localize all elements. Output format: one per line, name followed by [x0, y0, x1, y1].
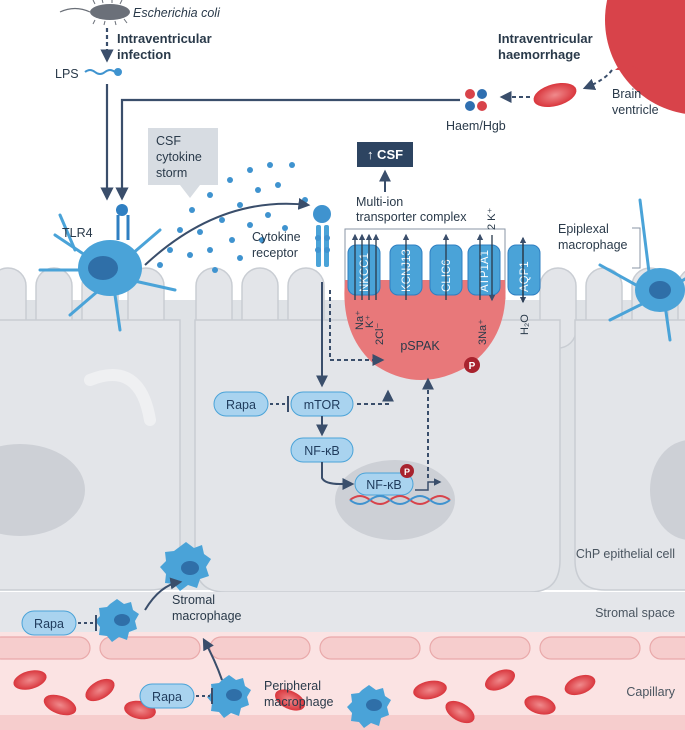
- phospho-label: P: [469, 361, 476, 372]
- lps-label: LPS: [55, 67, 79, 81]
- epiplexal-macrophage: [598, 198, 685, 342]
- region-stromal: Stromal space: [595, 606, 675, 620]
- stromal-macrophage-mid: [95, 599, 139, 642]
- ecoli-label: Escherichia coli: [133, 6, 221, 20]
- ion-2k: 2 K⁺: [486, 207, 498, 230]
- receptor-label-1: Cytokine: [252, 230, 301, 244]
- complex-label-1: Multi-ion: [356, 195, 403, 209]
- csf-label: ↑ CSF: [367, 147, 403, 162]
- ion-k: K⁺: [364, 315, 376, 328]
- rapa-label-1: Rapa: [226, 398, 256, 412]
- pspak-blob: [344, 280, 506, 380]
- csf-box: [357, 142, 413, 167]
- cytokine-dots: [157, 162, 308, 273]
- epiplexal-label-2: macrophage: [558, 238, 628, 252]
- transporter-atp1a1: ATP1A1: [479, 250, 491, 292]
- region-capillary: Capillary: [626, 685, 675, 699]
- storm-label-3: storm: [156, 166, 187, 180]
- phospho-badge: [464, 357, 480, 373]
- complex-label-2: transporter complex: [356, 210, 467, 224]
- ion-h2o: H₂O: [519, 314, 531, 335]
- phospho-label-2: P: [404, 467, 410, 477]
- haem-icon: [465, 89, 487, 111]
- ion-3na: 3Na⁺: [477, 319, 489, 345]
- transporter-aqp1: AQP1: [519, 261, 531, 292]
- stromal-label-1: Stromal: [172, 593, 215, 607]
- capillary: [0, 632, 685, 730]
- tlr4-macrophage: [38, 204, 177, 332]
- infection-label-1: Intraventricular: [117, 31, 212, 46]
- haemorrhage-label-1: Intraventricular: [498, 31, 593, 46]
- lps-icon: [84, 68, 122, 76]
- receptor-label-2: receptor: [252, 246, 298, 260]
- haemorrhage-label-2: haemorrhage: [498, 47, 580, 62]
- region-epithelial: ChP epithelial cell: [576, 547, 675, 561]
- pspak-label: pSPAK: [400, 339, 440, 353]
- transporter-kcnj13: KCNJ13: [401, 249, 413, 292]
- storm-label-2: cytokine: [156, 150, 202, 164]
- cytokine-receptor-icon: [313, 205, 331, 267]
- epithelium: [0, 267, 685, 593]
- nfkb-nuclear-pill: [354, 472, 414, 496]
- rapa-label-2: Rapa: [34, 617, 64, 631]
- rapa-pill-1: [213, 391, 269, 417]
- ion-na: Na⁺: [354, 310, 366, 330]
- peripheral-macrophage: [207, 675, 251, 718]
- brain-label-2: ventricle: [612, 103, 659, 117]
- brain-label-1: Brain: [612, 87, 641, 101]
- rapa-pill-2: [21, 610, 77, 636]
- storm-label-1: CSF: [156, 134, 181, 148]
- red-blood-cells: [13, 669, 596, 724]
- brain-ventricle: [533, 0, 685, 114]
- dna-icon: [349, 495, 451, 505]
- rapa-pill-3: [139, 683, 195, 709]
- peripheral-label-1: Peripheral: [264, 679, 321, 693]
- stromal-label-2: macrophage: [172, 609, 242, 623]
- peripheral-label-2: macrophage: [264, 695, 334, 709]
- cytokine-storm-box: [148, 128, 218, 198]
- ecoli-icon: [59, 0, 130, 26]
- capillary-macrophage: [347, 685, 391, 728]
- mtor-label: mTOR: [304, 398, 341, 412]
- nfkb-nuclear-label: NF-κB: [366, 478, 401, 492]
- phospho-badge-2: [400, 464, 414, 478]
- transporter-clic6: CLIC6: [441, 259, 453, 292]
- rapa-label-3: Rapa: [152, 690, 182, 704]
- nfkb-label: NF-κB: [304, 444, 339, 458]
- tlr4-label: TLR4: [62, 226, 93, 240]
- ion-cl: 2Cl⁻: [374, 322, 386, 345]
- infection-label-2: infection: [117, 47, 171, 62]
- epiplexal-label-1: Epiplexal: [558, 222, 609, 236]
- haem-label: Haem/Hgb: [446, 119, 506, 133]
